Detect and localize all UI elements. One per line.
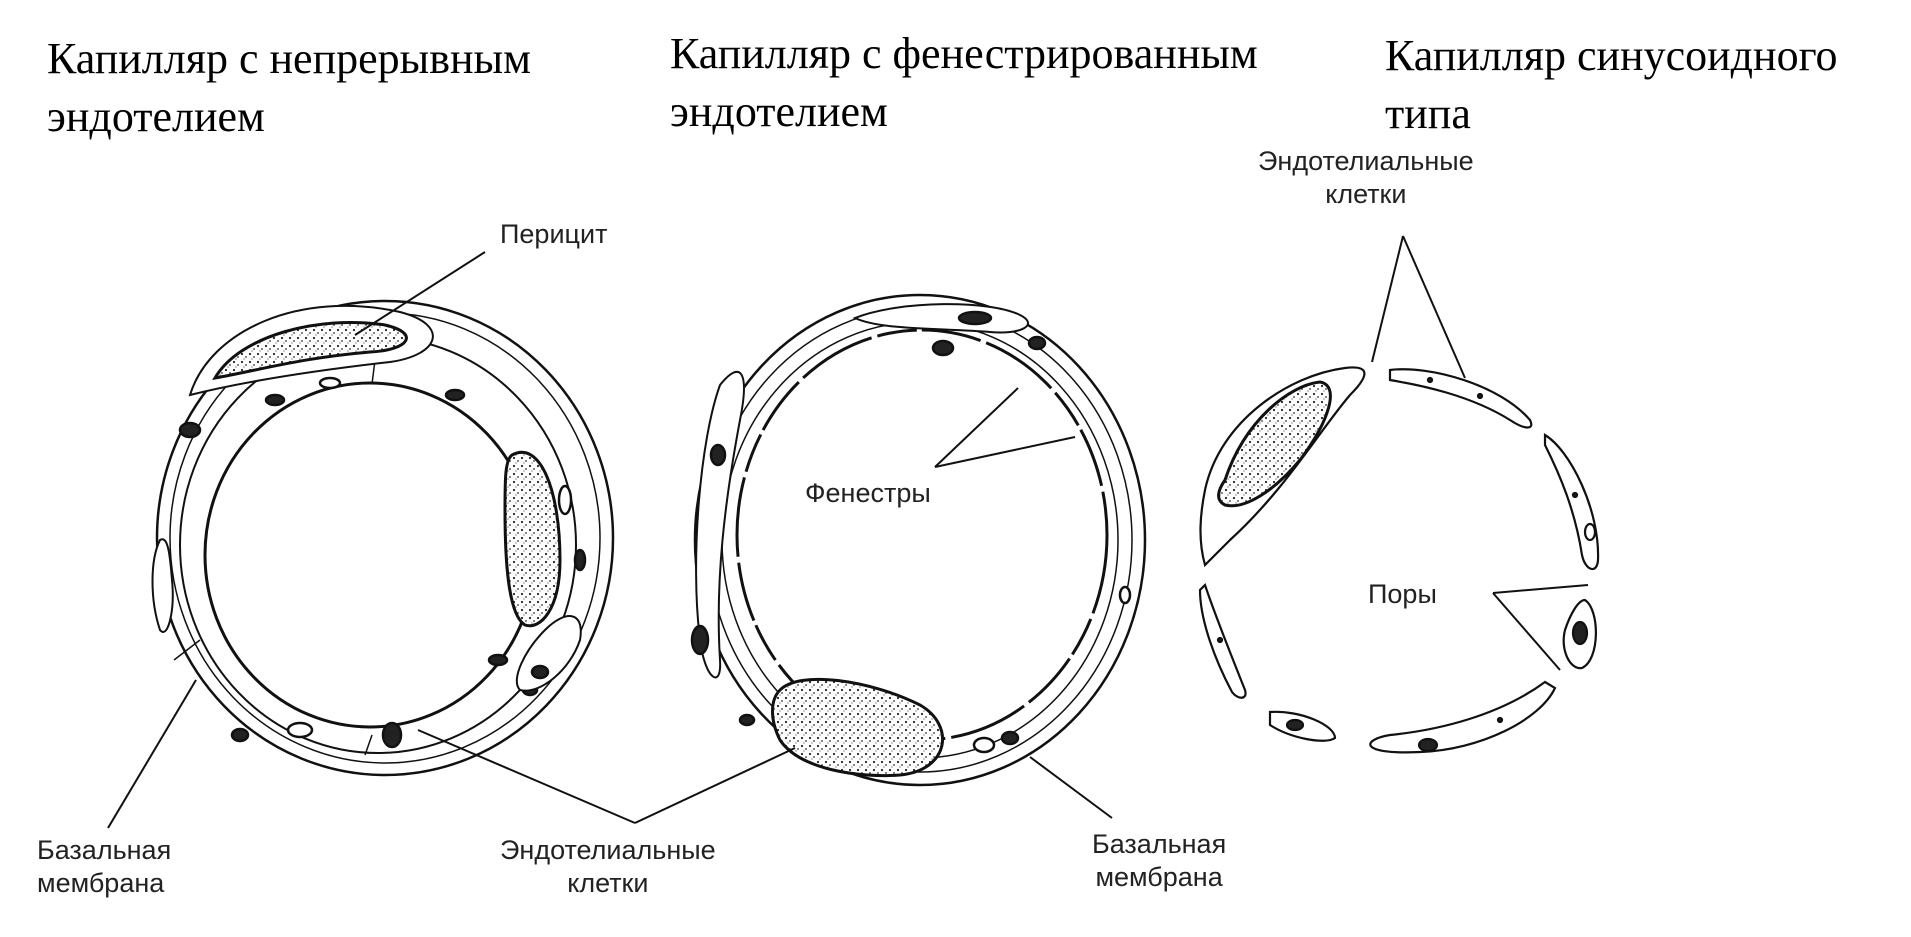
label-basal-membrane-left-line1: Базальная — [37, 835, 172, 865]
label-basal-membrane-right-line2: мембрана — [1095, 862, 1223, 892]
pointer-lines — [107, 235, 1589, 829]
label-basal-membrane-left: Базальная мембрана — [37, 834, 171, 900]
label-endothelial-center: Эндотелиальные клетки — [500, 834, 716, 900]
label-basal-membrane-right-line1: Базальная — [1092, 829, 1227, 859]
title-continuous-line1: Капилляр с непрерывным — [47, 34, 531, 83]
title-fenestrated: Капилляр с фенестрированным эндотелием — [670, 25, 1258, 141]
label-pores-text: Поры — [1368, 579, 1437, 609]
label-fenestrae: Фенестры — [805, 477, 931, 510]
title-sinusoid-line1: Капилляр синусоидного — [1385, 31, 1838, 80]
label-pericyte: Перицит — [500, 218, 607, 251]
continuous-capillary — [151, 299, 615, 777]
title-continuous: Капилляр с непрерывным эндотелием — [47, 30, 531, 146]
label-endothelial-center-line2: клетки — [567, 868, 649, 898]
label-endothelial-top-right-line2: клетки — [1325, 179, 1407, 209]
sinusoid-capillary — [1198, 366, 1600, 754]
label-pericyte-text: Перицит — [500, 219, 608, 249]
label-fenestrae-text: Фенестры — [805, 478, 931, 508]
title-fenestrated-line2: эндотелием — [670, 87, 888, 136]
label-pores: Поры — [1368, 578, 1437, 611]
title-sinusoid-line2: типа — [1385, 89, 1471, 138]
title-continuous-line2: эндотелием — [47, 92, 265, 141]
title-fenestrated-line1: Капилляр с фенестрированным — [670, 29, 1258, 78]
label-endothelial-top-right-line1: Эндотелиальные — [1258, 146, 1474, 176]
fenestrated-capillary — [690, 293, 1147, 787]
label-endothelial-top-right: Эндотелиальные клетки — [1258, 145, 1474, 211]
label-basal-membrane-right: Базальная мембрана — [1092, 828, 1226, 894]
label-basal-membrane-left-line2: мембрана — [37, 868, 165, 898]
title-sinusoid: Капилляр синусоидного типа — [1385, 27, 1838, 143]
label-endothelial-center-line1: Эндотелиальные — [500, 835, 716, 865]
